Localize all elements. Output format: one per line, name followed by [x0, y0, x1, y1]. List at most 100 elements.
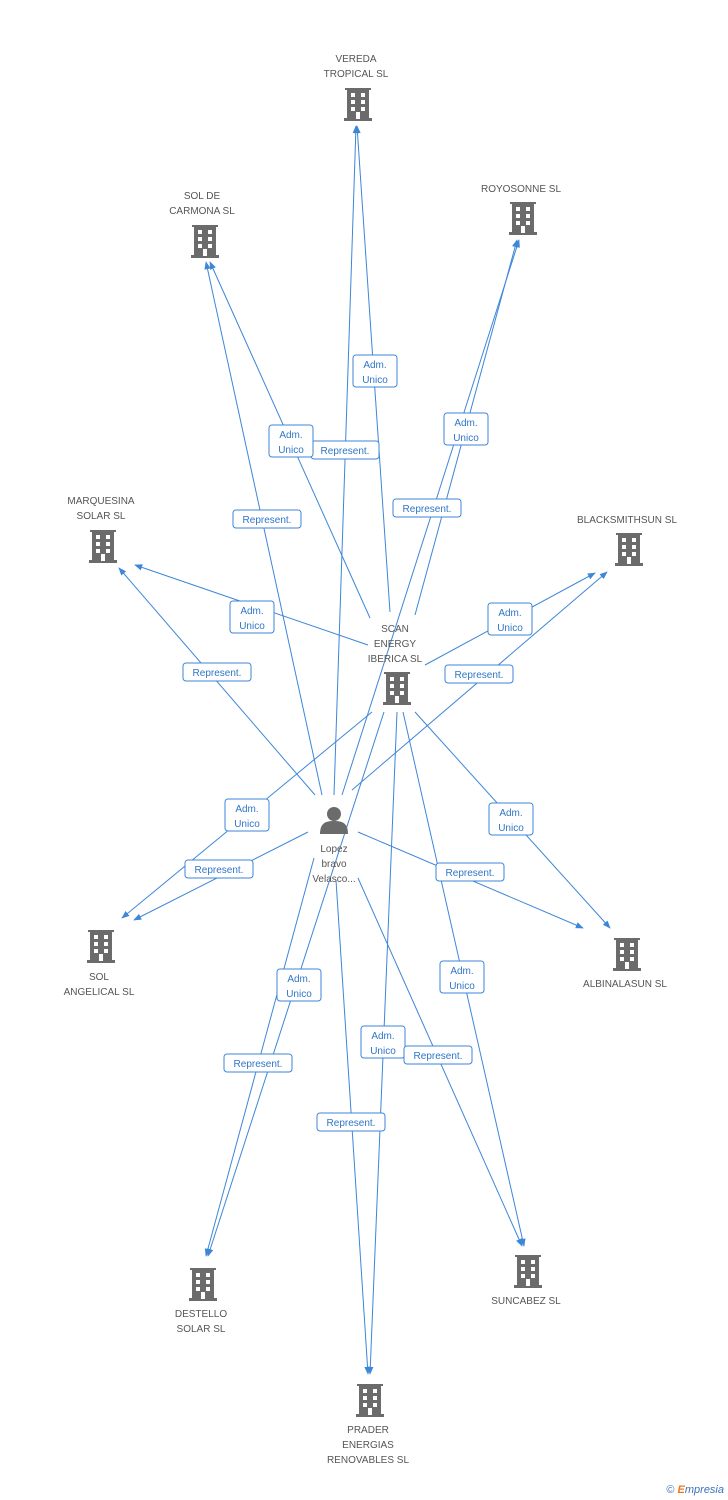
building-icon	[613, 938, 641, 971]
relation-badge-label: Adm.Unico	[498, 808, 524, 834]
relation-badge-adm-unico[interactable]: Adm.Unico	[229, 600, 275, 634]
relation-badge-label: Represent.	[403, 504, 452, 515]
relation-badge-adm-unico[interactable]: Adm.Unico	[224, 798, 270, 832]
person-icon	[320, 807, 348, 834]
node-label: ROYOSONNE SL	[481, 184, 561, 195]
node-royosonne[interactable]: ROYOSONNE SL	[481, 184, 561, 235]
relation-badge-label: Adm.Unico	[239, 606, 265, 632]
relation-badge-represent[interactable]: Represent.	[232, 509, 302, 529]
relation-badge-represent[interactable]: Represent.	[223, 1053, 293, 1073]
node-albinalasun[interactable]: ALBINALASUN SL	[583, 938, 667, 990]
building-icon	[356, 1384, 384, 1417]
relation-badge-label: Represent.	[455, 670, 504, 681]
node-label: BLACKSMITHSUN SL	[577, 515, 677, 526]
relation-badge-adm-unico[interactable]: Adm.Unico	[487, 602, 533, 636]
relation-badge-adm-unico[interactable]: Adm.Unico	[360, 1025, 406, 1059]
node-label: ALBINALASUN SL	[583, 979, 667, 990]
edge-person-to-vereda	[333, 125, 359, 796]
relation-badge-box	[488, 802, 534, 836]
relation-badge-box	[439, 960, 485, 994]
empresia-watermark[interactable]: © Empresia	[666, 1484, 724, 1496]
relation-badge-box	[276, 968, 322, 1002]
relation-badge-box	[443, 412, 489, 446]
relation-badge-adm-unico[interactable]: Adm.Unico	[488, 802, 534, 836]
relation-badge-box	[182, 662, 252, 682]
relation-badge-label: Adm.Unico	[278, 430, 304, 456]
relation-badge-label: Adm.Unico	[497, 608, 523, 634]
building-icon	[87, 930, 115, 963]
relation-badge-adm-unico[interactable]: Adm.Unico	[439, 960, 485, 994]
relation-badge-represent[interactable]: Represent.	[403, 1045, 473, 1065]
relation-badge-label: Adm.Unico	[362, 360, 388, 386]
badges-layer: Adm.UnicoRepresent.Adm.UnicoRepresent.Ad…	[182, 354, 534, 1132]
building-icon	[509, 202, 537, 235]
relation-badge-label: Represent.	[193, 668, 242, 679]
relation-badge-box	[403, 1045, 473, 1065]
relation-badge-represent[interactable]: Represent.	[310, 440, 380, 460]
relation-badge-box	[352, 354, 398, 388]
building-icon	[514, 1255, 542, 1288]
node-blacksmithsun[interactable]: BLACKSMITHSUN SL	[577, 515, 677, 566]
relation-badge-represent[interactable]: Represent.	[316, 1112, 386, 1132]
relation-badge-adm-unico[interactable]: Adm.Unico	[276, 968, 322, 1002]
relation-badge-box	[444, 664, 514, 684]
relation-badge-box	[229, 600, 275, 634]
relation-badge-box	[223, 1053, 293, 1073]
relation-badge-label: Represent.	[414, 1051, 463, 1062]
building-icon	[89, 530, 117, 563]
relation-badge-label: Adm.Unico	[286, 974, 312, 1000]
relation-badge-label: Represent.	[321, 446, 370, 457]
relation-badge-represent[interactable]: Represent.	[435, 862, 505, 882]
relation-badge-represent[interactable]: Represent.	[444, 664, 514, 684]
relation-badge-adm-unico[interactable]: Adm.Unico	[268, 424, 314, 458]
relation-badge-adm-unico[interactable]: Adm.Unico	[352, 354, 398, 388]
relation-badge-label: Represent.	[243, 515, 292, 526]
relation-badge-label: Represent.	[446, 868, 495, 879]
relation-badge-box	[224, 798, 270, 832]
node-suncabez[interactable]: SUNCABEZ SL	[491, 1255, 561, 1307]
relation-badge-box	[360, 1025, 406, 1059]
relation-badge-represent[interactable]: Represent.	[392, 498, 462, 518]
relation-badge-represent[interactable]: Represent.	[182, 662, 252, 682]
relation-badge-label: Adm.Unico	[370, 1031, 396, 1057]
relation-badge-label: Adm.Unico	[449, 966, 475, 992]
relation-badge-label: Adm.Unico	[234, 804, 260, 830]
building-icon	[189, 1268, 217, 1301]
relation-badge-box	[392, 498, 462, 518]
edges-layer	[118, 125, 611, 1375]
node-label: SUNCABEZ SL	[491, 1296, 561, 1307]
building-icon	[191, 225, 219, 258]
relation-badge-box	[268, 424, 314, 458]
relation-badge-label: Represent.	[327, 1118, 376, 1129]
copyright-symbol: ©	[666, 1484, 675, 1496]
relation-badge-box	[435, 862, 505, 882]
relation-badge-label: Represent.	[195, 865, 244, 876]
relation-badge-adm-unico[interactable]: Adm.Unico	[443, 412, 489, 446]
relation-badge-box	[232, 509, 302, 529]
building-icon	[344, 88, 372, 121]
building-icon	[615, 533, 643, 566]
building-icon	[383, 672, 411, 705]
relation-badge-label: Adm.Unico	[453, 418, 479, 444]
relation-badge-box	[487, 602, 533, 636]
relation-badge-represent[interactable]: Represent.	[184, 859, 254, 879]
relation-badge-box	[316, 1112, 386, 1132]
